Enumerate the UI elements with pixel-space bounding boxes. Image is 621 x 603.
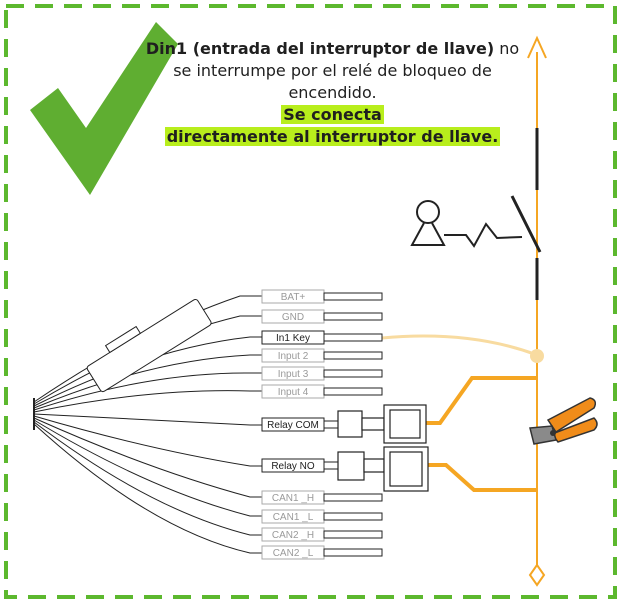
wire-cutter-icon <box>529 397 598 445</box>
label-relay-no: Relay NO <box>271 461 315 472</box>
caption-highlight-1: Se conecta <box>281 105 384 124</box>
label-can2l: CAN2 _L <box>273 548 314 559</box>
pin-connectors <box>261 289 383 560</box>
caption-text: Din1 (entrada del interruptor de llave) … <box>140 38 525 148</box>
relay-com-connection <box>425 376 537 425</box>
label-in1-key: In1 Key <box>276 333 310 344</box>
label-can2h: CAN2 _H <box>272 530 314 541</box>
label-input4: Input 4 <box>278 387 309 398</box>
label-relay-com: Relay COM <box>267 420 319 431</box>
in1-junction <box>530 349 544 363</box>
key-switch-icon <box>410 128 542 300</box>
label-can1h: CAN1 _H <box>272 493 314 504</box>
dashed-border <box>4 4 617 599</box>
caption-normal: no se interrumpe por el relé de bloqueo … <box>173 39 520 102</box>
relay-no-connector <box>337 446 429 492</box>
label-input2: Input 2 <box>278 351 309 362</box>
label-can1l: CAN1 _L <box>273 512 314 523</box>
check-mark-icon <box>30 22 178 195</box>
in1-key-connection <box>381 334 538 357</box>
ignition-wire <box>527 35 547 587</box>
relay-com-connector <box>337 404 427 444</box>
wire-harness <box>33 295 262 554</box>
label-bat: BAT+ <box>281 292 306 303</box>
caption-highlight-2: directamente al interruptor de llave. <box>164 127 501 146</box>
relay-no-connection <box>428 463 537 492</box>
caption-bold: Din1 (entrada del interruptor de llave) <box>145 39 495 58</box>
label-gnd: GND <box>282 312 304 323</box>
label-input3: Input 3 <box>278 369 309 380</box>
